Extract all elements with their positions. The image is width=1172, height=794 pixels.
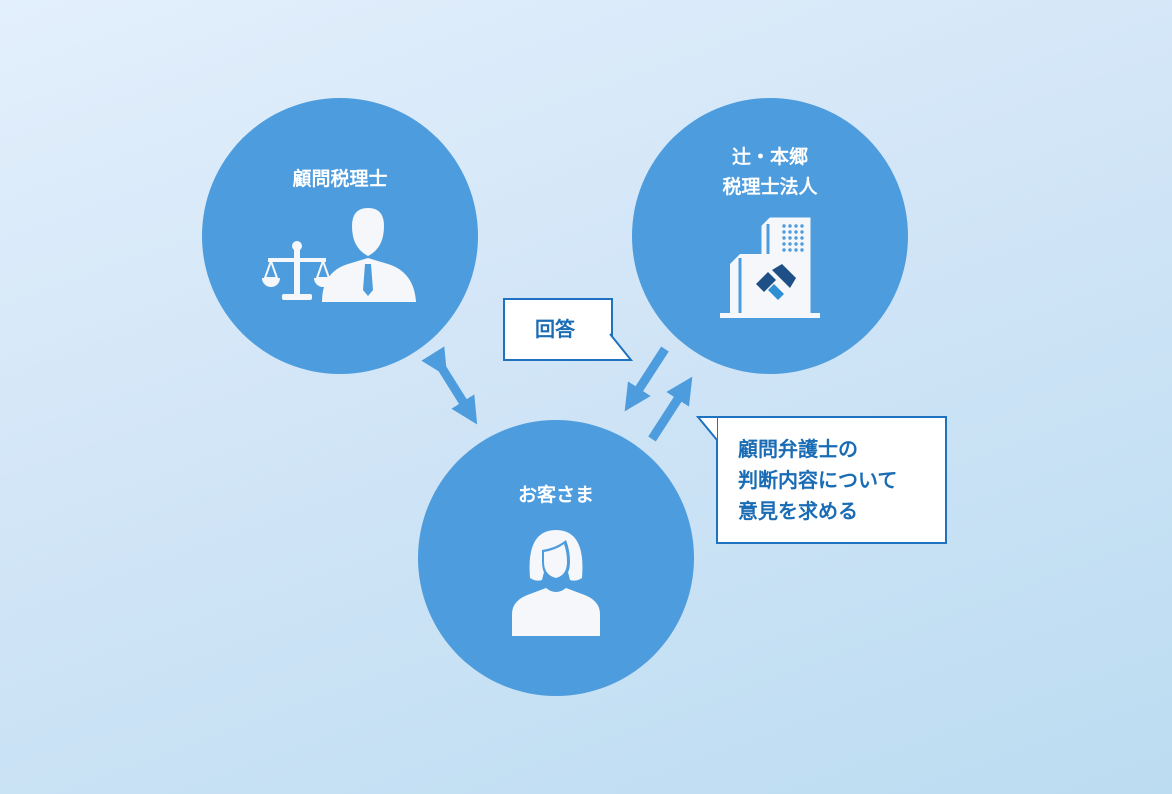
answer-arrow: [624, 346, 669, 412]
customer-node: お客さま: [418, 420, 694, 696]
node-label: お客さま: [517, 484, 594, 506]
office-building-icon: [720, 217, 820, 318]
request-line-2: 判断内容について: [738, 468, 898, 492]
request-callout: 顧問弁護士の 判断内容について 意見を求める: [716, 416, 947, 544]
tsuji-hongo-firm-node: 辻・本郷 税理士法人: [632, 98, 908, 374]
woman-icon: [512, 530, 600, 636]
request-line-3: 意見を求める: [738, 499, 858, 523]
scales-and-person-icon: [262, 208, 416, 302]
request-arrow: [648, 376, 693, 442]
node-label: 顧問税理士: [292, 168, 388, 190]
answer-callout: 回答: [503, 298, 613, 361]
node-label-line2: 税理士法人: [722, 176, 818, 198]
request-line-1: 顧問弁護士の: [738, 437, 858, 461]
firm-logo-icon: [756, 264, 796, 300]
advisor-tax-accountant-node: 顧問税理士: [202, 98, 478, 374]
node-label-line1: 辻・本郷: [731, 146, 808, 168]
bidirectional-arrow: [421, 346, 478, 425]
answer-label: 回答: [535, 317, 575, 341]
